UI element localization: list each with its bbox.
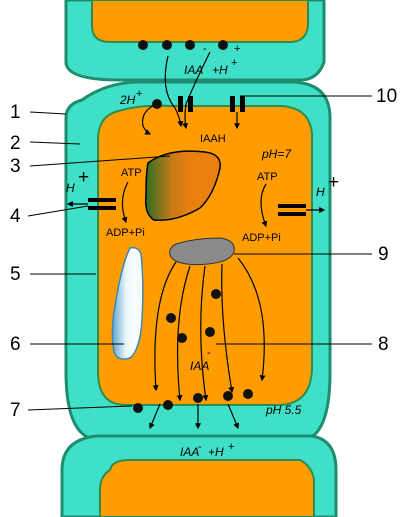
leader-lines [27, 95, 372, 411]
label-7: 7 [10, 400, 21, 421]
h-left-plus-text: + [78, 167, 89, 188]
bottom-plus-text: + [228, 441, 234, 453]
label-10: 10 [376, 86, 397, 107]
adp-left-text: ADP+Pi [106, 227, 145, 239]
h-right-plus-text: + [328, 172, 339, 193]
label-4: 4 [10, 206, 21, 227]
bottom-minus-text: - [198, 441, 202, 453]
atp-left-text: ATP [121, 167, 142, 179]
label-5: 5 [10, 264, 21, 285]
label-6: 6 [10, 334, 21, 355]
top-iaa-text: IAA [184, 63, 203, 77]
iaah-text: IAAH [200, 133, 226, 145]
label-1: 1 [10, 102, 21, 123]
h-left-text: H [66, 181, 75, 195]
vacuole [111, 246, 144, 360]
iaa-mid-text: IAA [190, 359, 209, 373]
label-3: 3 [10, 156, 21, 177]
top-h-text: +H [212, 63, 228, 77]
ph-bottom-text: pH 5.5 [265, 403, 302, 417]
golgi-body [169, 237, 235, 266]
two-h-text: 2H [119, 93, 136, 107]
transport-arrows [66, 51, 326, 430]
label-8: 8 [378, 334, 389, 355]
iaa-mid-minus-text: - [207, 347, 211, 359]
bottom-cell [60, 434, 338, 517]
proton-pump-left [88, 198, 116, 210]
atp-right-text: ATP [257, 171, 278, 183]
bottom-h-text: +H [208, 445, 224, 459]
proton-pump-right [278, 204, 306, 216]
adp-right-text: ADP+Pi [242, 232, 281, 244]
top-h-plus-text: + [231, 57, 237, 69]
influx-carrier-left [178, 96, 193, 112]
ph-top-text: pH=7 [261, 147, 292, 161]
top-plus-text: + [234, 43, 240, 55]
bottom-iaa-text: IAA [180, 445, 199, 459]
label-2: 2 [10, 133, 21, 154]
top-minus-text: - [203, 43, 207, 55]
iaa-dots [133, 40, 253, 413]
influx-carrier-right [230, 96, 245, 112]
two-h-plus-text: + [136, 88, 142, 100]
nucleus [144, 150, 221, 221]
label-9: 9 [378, 244, 389, 265]
h-right-text: H [316, 185, 325, 199]
top-cell [64, 0, 326, 82]
